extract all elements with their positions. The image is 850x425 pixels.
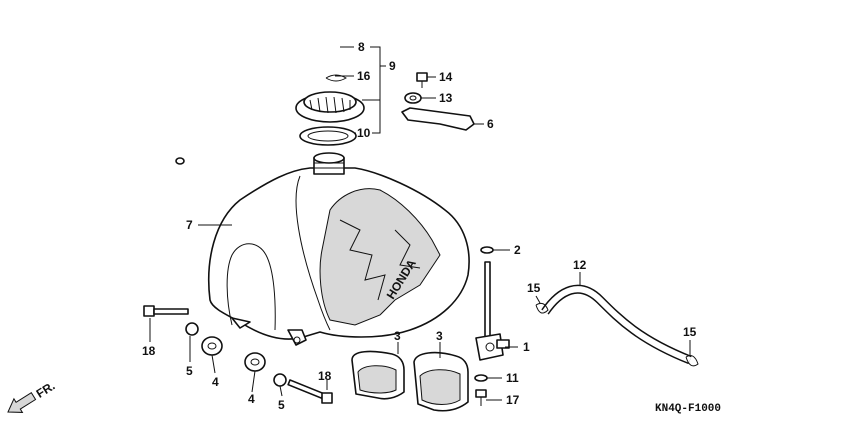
callout-18-right: 18 xyxy=(318,369,332,383)
tap-washer xyxy=(480,246,494,254)
callout-8: 8 xyxy=(358,40,365,54)
mount-collar-right xyxy=(244,352,266,372)
mount-rubber xyxy=(404,92,422,104)
mount-bolt-right xyxy=(287,379,333,404)
tap-washer-lower xyxy=(474,374,488,382)
cap-clip xyxy=(325,74,347,82)
callout-11: 11 xyxy=(506,371,519,385)
breather-hose xyxy=(175,41,343,165)
tank-graphic: HONDA xyxy=(319,188,441,326)
callout-15-upper: 15 xyxy=(527,281,541,295)
fuel-tap xyxy=(475,261,510,361)
fuel-fill-cap xyxy=(295,91,365,123)
fuel-hose xyxy=(541,284,692,365)
callout-18-left: 18 xyxy=(142,344,156,358)
callout-16: 16 xyxy=(357,69,371,83)
cap-gasket xyxy=(299,126,357,146)
callout-3-right: 3 xyxy=(436,329,443,343)
callout-3-left: 3 xyxy=(394,329,401,343)
callout-17: 17 xyxy=(506,393,520,407)
collar-washer-right xyxy=(273,373,287,387)
callout-14: 14 xyxy=(439,70,453,84)
callout-5-left: 5 xyxy=(186,364,193,378)
tank-cushion-left xyxy=(351,350,405,400)
callout-10: 10 xyxy=(357,126,371,140)
callout-4-left: 4 xyxy=(212,375,219,389)
collar-washer-left xyxy=(185,322,199,336)
callout-12: 12 xyxy=(573,258,587,272)
diagram-code: KN4Q-F1000 xyxy=(655,403,721,415)
tank-mount-bracket xyxy=(401,107,475,131)
callout-4-right: 4 xyxy=(248,392,255,406)
callout-7: 7 xyxy=(186,218,193,232)
callout-15-lower: 15 xyxy=(683,325,697,339)
front-direction-arrow: FR. xyxy=(7,379,58,413)
mount-collar-left xyxy=(201,336,223,356)
leader-lines xyxy=(149,46,691,401)
tap-screw xyxy=(475,389,487,406)
callout-5-right: 5 xyxy=(278,398,285,412)
callout-2: 2 xyxy=(514,243,521,257)
callout-9: 9 xyxy=(389,59,396,73)
callout-13: 13 xyxy=(439,91,453,105)
tank-cushion-right xyxy=(413,351,469,412)
hose-clip-lower xyxy=(685,355,699,367)
hose-clip-upper xyxy=(535,302,549,314)
callout-6: 6 xyxy=(487,117,494,131)
mount-bolt xyxy=(416,72,428,88)
mount-bolt-left xyxy=(143,305,189,317)
front-direction-label: FR. xyxy=(34,379,58,401)
callout-1: 1 xyxy=(523,340,530,354)
